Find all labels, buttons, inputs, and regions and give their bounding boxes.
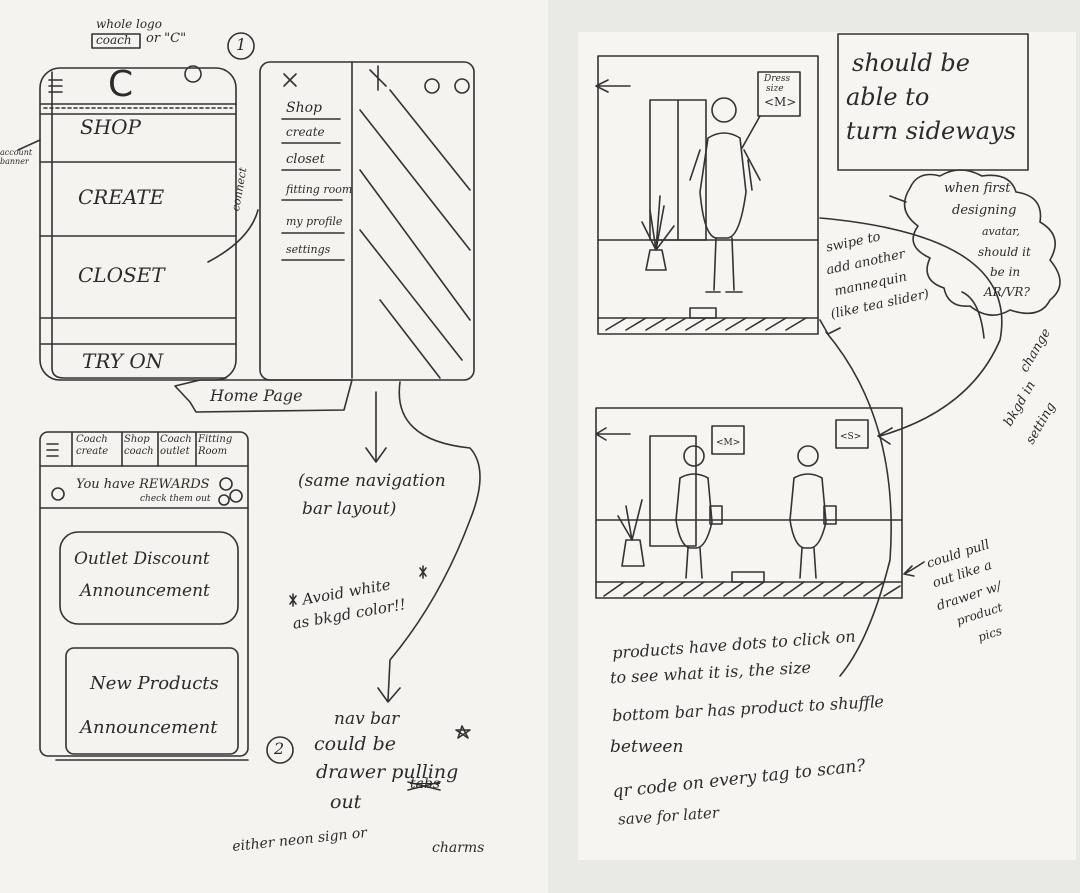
phone1-frame <box>39 67 237 381</box>
cloud-note-1: when first <box>944 181 1011 196</box>
sketch-number-1-circle <box>227 32 255 60</box>
card2-line2: Announcement <box>80 717 218 738</box>
back-arrow-icon-2 <box>595 427 631 441</box>
note-drawer-1: nav bar <box>334 709 400 729</box>
scene1-frame <box>597 55 819 335</box>
note-drawer-4: out <box>330 791 362 813</box>
card-outlet-discount <box>59 531 239 625</box>
scene2-size-tag-1 <box>711 425 745 455</box>
cloud-note-4: should it <box>978 245 1031 259</box>
menu-item-create[interactable]: create <box>286 125 325 139</box>
rewards-line1: You have REWARDS <box>76 477 210 492</box>
cloud-note-3: avatar, <box>982 225 1020 238</box>
card2-line1: New Products <box>90 673 219 694</box>
logo-box <box>91 33 141 49</box>
note-drawer-struck: tabs <box>410 776 441 792</box>
scene1-tag-line1: Dress <box>764 74 791 84</box>
menu-item-fitting-room[interactable]: fitting room <box>286 183 353 196</box>
logo-note: whole logo <box>96 17 162 31</box>
logo-coach: coach <box>96 33 132 47</box>
phone2-tab-fitting-room[interactable]: Fitting Room <box>198 434 233 457</box>
scene2-tag2[interactable]: <S> <box>840 432 862 442</box>
note-drawer-2: could be <box>314 733 397 755</box>
rewards-line2[interactable]: check them out <box>140 494 211 504</box>
card-new-products <box>65 647 239 755</box>
scene1-drawer-tab <box>689 307 717 319</box>
sketch-number-2-circle <box>266 736 294 764</box>
scene1-tag-size[interactable]: <M> <box>764 95 797 109</box>
sketch-number-2: 2 <box>274 739 285 758</box>
note-drawer-6: charms <box>432 840 485 856</box>
phone1-menu-tryon[interactable]: TRY ON <box>82 349 164 373</box>
cloud-note-2: designing <box>952 203 1017 218</box>
note-drawer-3: drawer pulling <box>316 761 459 783</box>
home-page-label-box <box>174 379 353 413</box>
menu-item-settings[interactable]: settings <box>286 243 331 256</box>
cloud-note-5: be in <box>990 265 1021 279</box>
phone1-side-note: account banner <box>0 148 33 167</box>
scene1-size-tag <box>757 71 801 117</box>
box-note-2: able to <box>846 83 930 111</box>
scene2-size-tag-2 <box>835 419 869 449</box>
home-page-label: Home Page <box>210 386 303 405</box>
scene2-frame <box>595 407 903 599</box>
thought-cloud <box>903 169 1061 316</box>
turn-sideways-box <box>837 33 1029 171</box>
phone2-tab-coach-create[interactable]: Coach create <box>76 434 109 457</box>
phone1-menu-closet[interactable]: CLOSET <box>78 263 165 287</box>
phone2-tab-shop-coach[interactable]: Shop coach <box>124 434 154 457</box>
box-note-1: should be <box>852 49 970 77</box>
card1-line1: Outlet Discount <box>74 549 210 569</box>
scene1-tag-line2: size <box>766 84 784 94</box>
scene2-window <box>649 435 697 547</box>
phone1-logo: C <box>108 64 134 105</box>
menu-item-shop[interactable]: Shop <box>286 100 322 116</box>
scene2-tag1[interactable]: <M> <box>716 438 741 448</box>
bullet-4: between <box>610 737 684 757</box>
note-nav-layout-2: bar layout) <box>302 499 397 519</box>
phone2-frame <box>39 431 249 757</box>
phone1-menu-shop[interactable]: SHOP <box>80 115 141 139</box>
sketch-number-1: 1 <box>236 35 247 54</box>
cloud-note-6: AR/VR? <box>984 285 1030 299</box>
note-nav-layout-1: (same navigation <box>298 471 446 491</box>
phone-menu-frame <box>259 61 475 381</box>
phone2-tab-coach-outlet[interactable]: Coach outlet <box>160 434 192 457</box>
card1-line2: Announcement <box>80 581 210 601</box>
box-note-3: turn sideways <box>846 117 1016 145</box>
scene2-drawer-tab <box>731 571 765 583</box>
menu-item-closet[interactable]: closet <box>286 152 325 167</box>
avatar-icon <box>184 65 202 83</box>
phone1-menu-create[interactable]: CREATE <box>78 185 165 209</box>
menu-item-my-profile[interactable]: my profile <box>286 215 343 228</box>
back-arrow-icon <box>595 79 631 93</box>
logo-or-c: or "C" <box>146 31 187 46</box>
